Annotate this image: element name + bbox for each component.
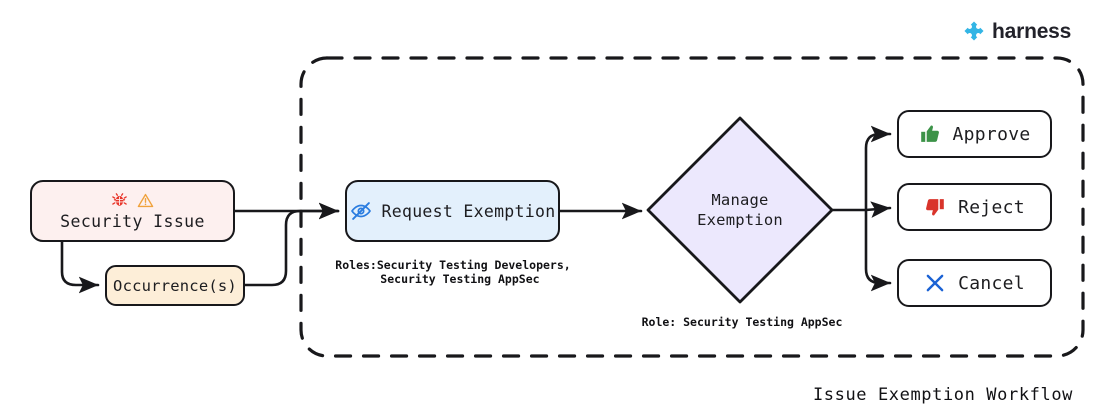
node-reject[interactable]: Reject [897, 183, 1052, 231]
reject-label: Reject [958, 196, 1025, 218]
manage-exemption-line2: Exemption [697, 211, 783, 229]
harness-wordmark: harness [992, 19, 1072, 43]
manage-exemption-line1: Manage [711, 191, 769, 209]
workflow-boundary [299, 56, 1085, 358]
manage-exemption-role-caption: Role: Security Testing AppSec [641, 315, 843, 329]
node-request-exemption[interactable]: Request Exemption [345, 180, 560, 242]
edge-manage-to-approve [864, 125, 892, 212]
cancel-label: Cancel [958, 272, 1025, 294]
harness-diamond-logo [964, 21, 984, 41]
node-approve[interactable]: Approve [897, 110, 1052, 158]
manage-exemption-diamond [646, 116, 834, 304]
manage-exemption-label: Manage Exemption [648, 188, 832, 232]
node-occurrence[interactable]: Occurrence(s) [105, 265, 245, 306]
thumbs-up-icon [920, 125, 939, 142]
bug-icon [112, 193, 127, 206]
diagram-title: Issue Exemption Workflow [812, 385, 1073, 405]
occurrence-label: Occurrence(s) [113, 276, 237, 295]
request-exemption-roles-caption: Roles:Security Testing Developers, Secur… [335, 258, 571, 286]
node-security-issue[interactable]: Security Issue [30, 180, 235, 242]
x-close-icon [926, 274, 944, 292]
request-exemption-label: Request Exemption [381, 201, 556, 221]
edge-security-to-occurrence [60, 240, 100, 294]
edge-manage-to-cancel [864, 208, 892, 292]
approve-label: Approve [952, 123, 1031, 145]
eye-slash-icon [350, 202, 371, 220]
security-issue-icons [111, 191, 154, 210]
thumbs-down-icon [926, 199, 944, 216]
harness-logo: harness [963, 20, 1071, 42]
edge-manage-to-reject [864, 201, 892, 218]
node-cancel[interactable]: Cancel [897, 259, 1052, 307]
edge-occurrence-to-request [243, 202, 340, 287]
warning-triangle-icon [137, 193, 154, 208]
security-issue-label: Security Issue [60, 212, 205, 231]
